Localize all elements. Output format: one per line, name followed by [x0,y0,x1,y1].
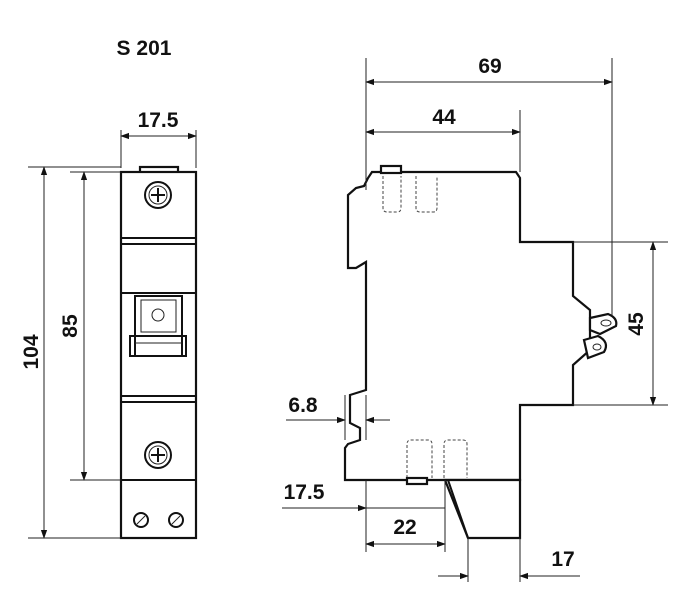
side-upper-depth-label: 44 [432,106,456,129]
handle-icon [129,295,187,357]
front-view: 17.5 104 85 [20,109,198,540]
side-rail-width-label: 17.5 [284,481,325,504]
side-foot-width-label: 17 [551,548,574,571]
front-total-height-label: 104 [20,334,43,369]
handle-icon [582,312,618,360]
front-inner-height-label: 85 [59,314,82,338]
side-profile [343,170,592,482]
diagram-title: S 201 [117,37,172,60]
side-rail-span-label: 22 [393,516,416,539]
side-view: 69 44 45 6.8 17.5 22 17 [282,55,668,582]
side-rail-offset-label: 6.8 [288,394,318,417]
screw-terminal-icon [144,441,172,469]
side-front-height-label: 45 [625,312,648,336]
side-top-tab [379,164,403,175]
side-total-depth-label: 69 [478,55,501,78]
front-width-label: 17.5 [138,109,179,132]
side-rail-foot [443,478,522,540]
screw-terminal-icon [144,181,172,209]
screw-terminal-icon [133,512,184,528]
